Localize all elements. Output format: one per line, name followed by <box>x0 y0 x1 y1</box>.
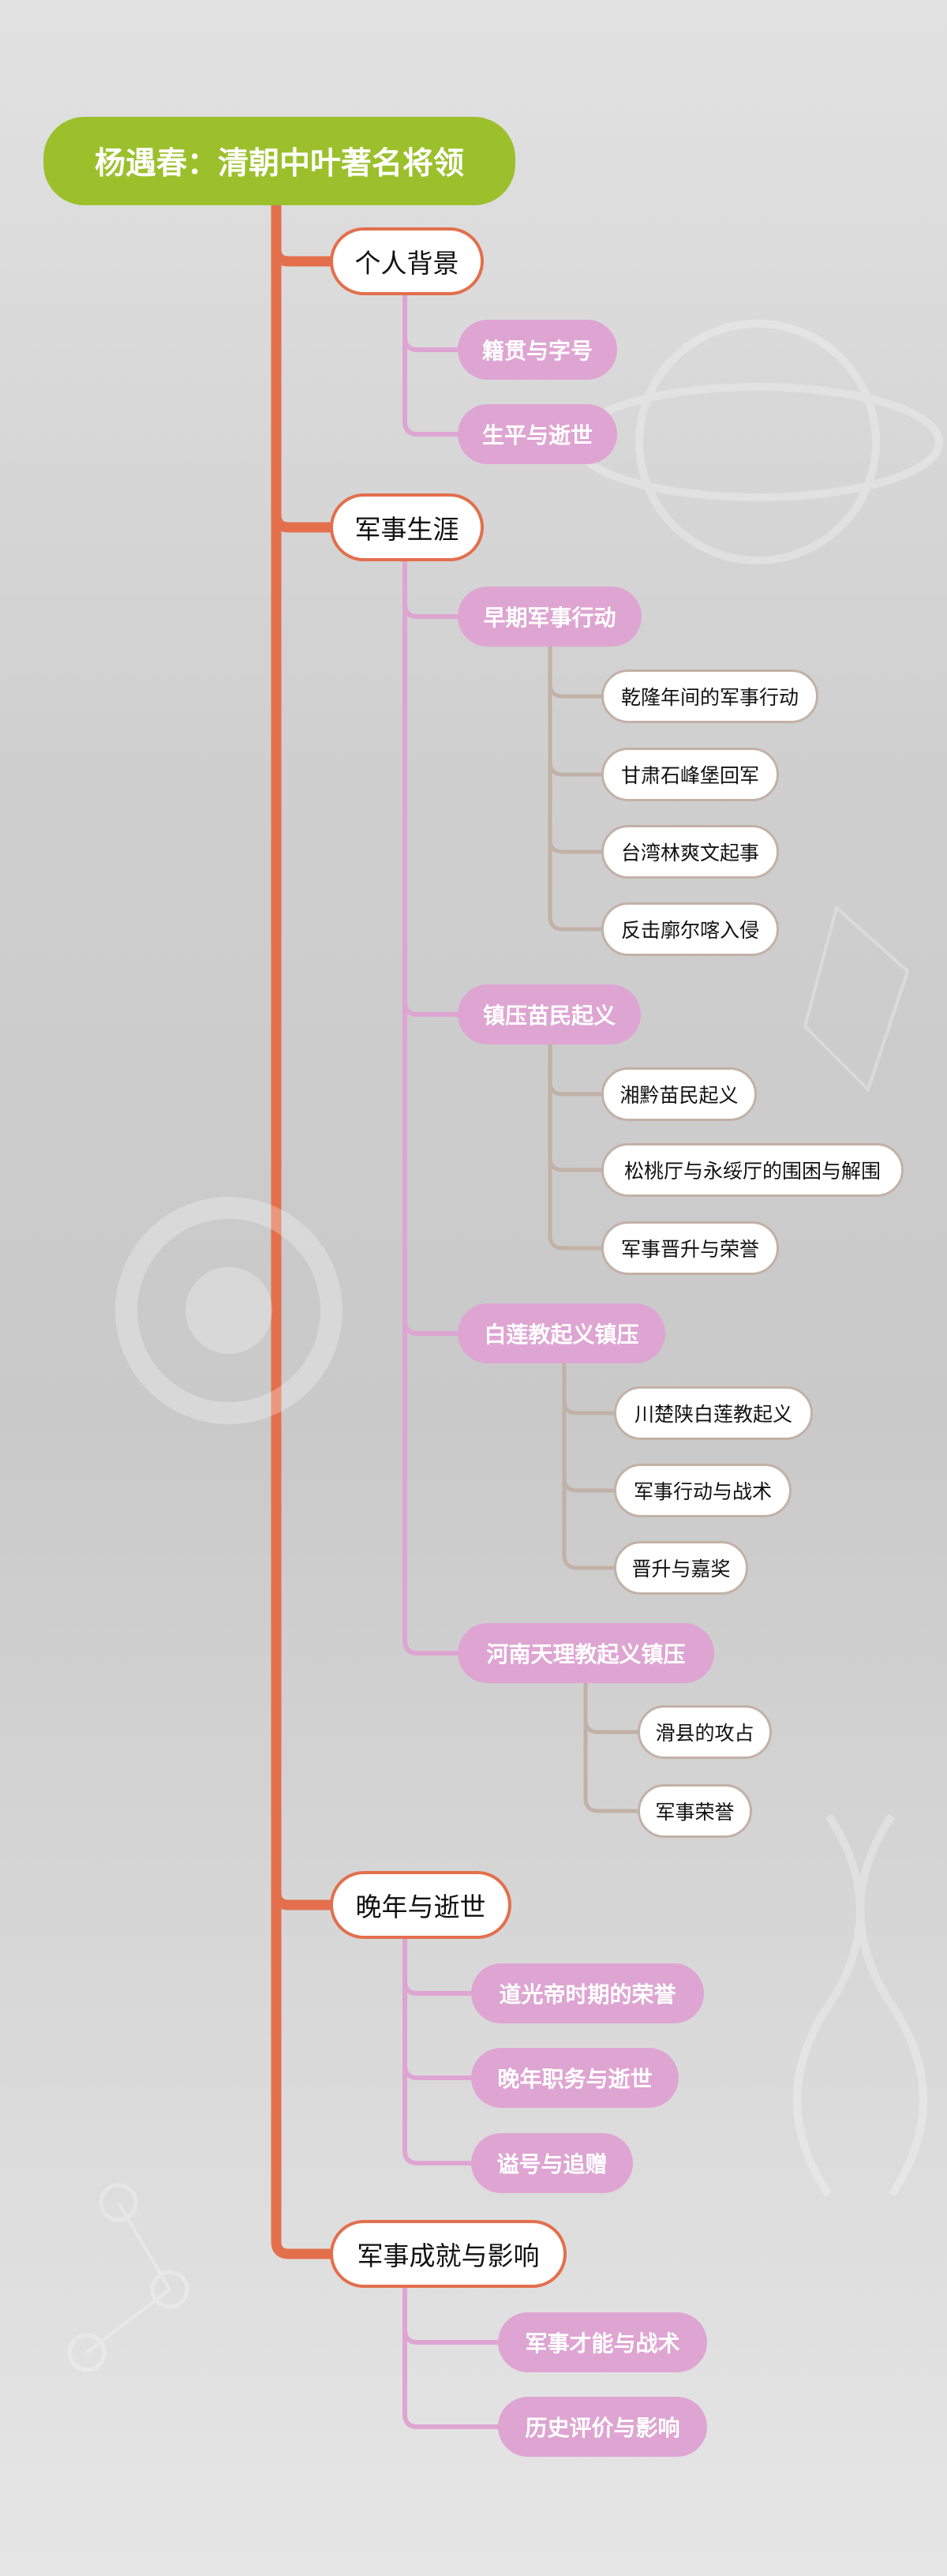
leaf-connector <box>583 1681 640 1813</box>
branch-connector <box>402 2285 500 2429</box>
root-topic[interactable]: 杨遇春：清朝中叶著名将领 <box>43 117 515 205</box>
subtopic-tianli-sect[interactable]: 河南天理教起义镇压 <box>458 1623 714 1683</box>
subtopic-military-talent[interactable]: 军事才能与战术 <box>498 2312 707 2372</box>
leaf-operations-tactics[interactable]: 军事行动与战术 <box>614 1464 792 1517</box>
subtopic-early-operations[interactable]: 早期军事行动 <box>458 587 642 647</box>
leaf-songtao-yongsui-siege[interactable]: 松桃厅与永绥厅的围困与解围 <box>601 1143 904 1197</box>
topic-personal-background[interactable]: 个人背景 <box>330 227 484 295</box>
leaf-qianlong-operations[interactable]: 乾隆年间的军事行动 <box>601 669 818 723</box>
leaf-huaxian-capture[interactable]: 滑县的攻占 <box>638 1705 772 1759</box>
leaf-promotion-honors[interactable]: 军事晋升与荣誉 <box>601 1221 779 1275</box>
subtopic-miao-uprising[interactable]: 镇压苗民起义 <box>458 984 641 1044</box>
leaf-hunan-guizhou-miao[interactable]: 湘黔苗民起义 <box>601 1067 757 1121</box>
leaf-gurkha-counterattack[interactable]: 反击廓尔喀入侵 <box>601 902 779 956</box>
topic-achievements-influence[interactable]: 军事成就与影响 <box>330 2220 567 2288</box>
branch-connector <box>402 559 460 1655</box>
branch-connector <box>402 1937 474 2165</box>
topic-military-career[interactable]: 军事生涯 <box>330 493 484 561</box>
leaf-military-honors[interactable]: 军事荣誉 <box>638 1784 752 1838</box>
branch-connector <box>402 293 460 437</box>
topic-later-years[interactable]: 晚年与逝世 <box>330 1871 511 1939</box>
leaf-connector <box>548 1042 604 1251</box>
subtopic-historical-evaluation[interactable]: 历史评价与影响 <box>498 2397 707 2457</box>
subtopic-white-lotus[interactable]: 白莲教起义镇压 <box>458 1303 665 1363</box>
subtopic-posthumous-title[interactable]: 谥号与追赠 <box>471 2133 633 2193</box>
leaf-gansu-shifengbao[interactable]: 甘肃石峰堡回军 <box>601 748 779 801</box>
subtopic-life-and-death[interactable]: 生平与逝世 <box>458 404 617 464</box>
subtopic-daoguang-honors[interactable]: 道光帝时期的荣誉 <box>471 1963 704 2023</box>
leaf-connector <box>562 1361 616 1570</box>
leaf-sichuan-hubei-shaanxi[interactable]: 川楚陕白莲教起义 <box>614 1386 813 1440</box>
subtopic-native-place[interactable]: 籍贯与字号 <box>458 320 617 380</box>
trunk-connector <box>271 197 335 2259</box>
leaf-connector <box>548 644 604 932</box>
subtopic-late-posts[interactable]: 晚年职务与逝世 <box>471 2048 679 2108</box>
leaf-promotion-rewards[interactable]: 晋升与嘉奖 <box>614 1541 748 1595</box>
leaf-taiwan-lin-shuangwen[interactable]: 台湾林爽文起事 <box>601 825 779 879</box>
